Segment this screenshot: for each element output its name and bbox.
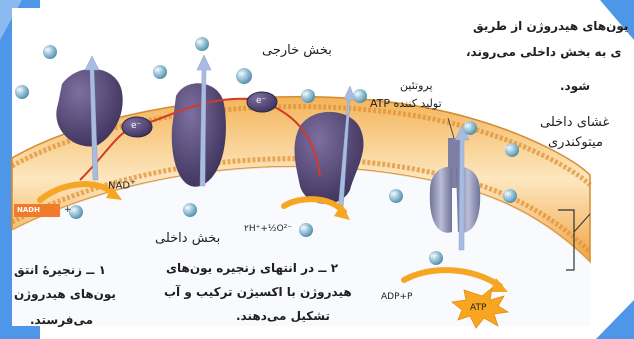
adp-p-label: ADP+P	[381, 292, 412, 302]
caption-top-right-line2: ی به بخش داخلی می‌روند،	[466, 46, 622, 60]
ion-label: H⁺	[355, 92, 361, 98]
nad-label: NAD+	[108, 178, 136, 191]
ion-label: H⁺	[71, 208, 77, 214]
membrane-label-line1: غشای داخلی	[540, 116, 609, 131]
ion-label: H⁺	[301, 226, 307, 232]
caption-top-right-line1: یون‌های هیدروژن از طریق	[473, 20, 628, 34]
ion-label: H⁺	[431, 254, 437, 260]
ion-label: H⁺	[185, 206, 191, 212]
caption-step2-line3: تشکیل می‌دهند.	[236, 310, 330, 324]
nadh-label: NADH	[17, 206, 40, 214]
atp-synthase-label-line1: پروتئین	[400, 80, 433, 93]
ion-label: H⁺	[45, 48, 51, 54]
electron-label: e⁻	[256, 96, 266, 106]
ion-label: H⁺	[197, 40, 203, 46]
nadh-plus: +	[64, 205, 72, 215]
ion-label: H⁺	[303, 92, 309, 98]
atp-label: ATP	[470, 303, 486, 313]
inner-part-label: بخش داخلی	[155, 232, 220, 247]
caption-step1-line1: ۱ ــ زنجیرهٔ انتق	[14, 264, 106, 278]
frame-corner-bottom-right	[596, 300, 634, 339]
ion-label: H⁺	[239, 72, 245, 78]
outer-part-label: بخش خارجی	[262, 44, 332, 59]
ion-label: H⁺	[17, 88, 23, 94]
caption-step1-line3: می‌فرستد.	[30, 314, 93, 328]
caption-top-right-line3: شود.	[560, 80, 590, 94]
ion-label: H⁺	[505, 146, 511, 152]
atp-synthase-label-line2: تولید کننده ATP	[370, 98, 442, 111]
caption-step2-line2: هیدروژن با اکسیژن ترکیب و آب	[164, 286, 352, 300]
ion-label: H⁺	[155, 68, 161, 74]
ion-label: H⁺	[391, 192, 397, 198]
caption-step2-line1: ۲ ــ در انتهای زنجیره یون‌های	[166, 262, 338, 276]
caption-step1-line2: یون‌های هیدروژن	[14, 288, 116, 302]
ion-label: H⁺	[465, 124, 471, 130]
membrane-label-line2: میتوکندری	[548, 136, 603, 151]
ion-label: H⁺	[505, 192, 511, 198]
electron-label: e⁻	[131, 121, 141, 131]
oxygen-equation: ۲H⁺+½O²⁻	[244, 224, 292, 234]
